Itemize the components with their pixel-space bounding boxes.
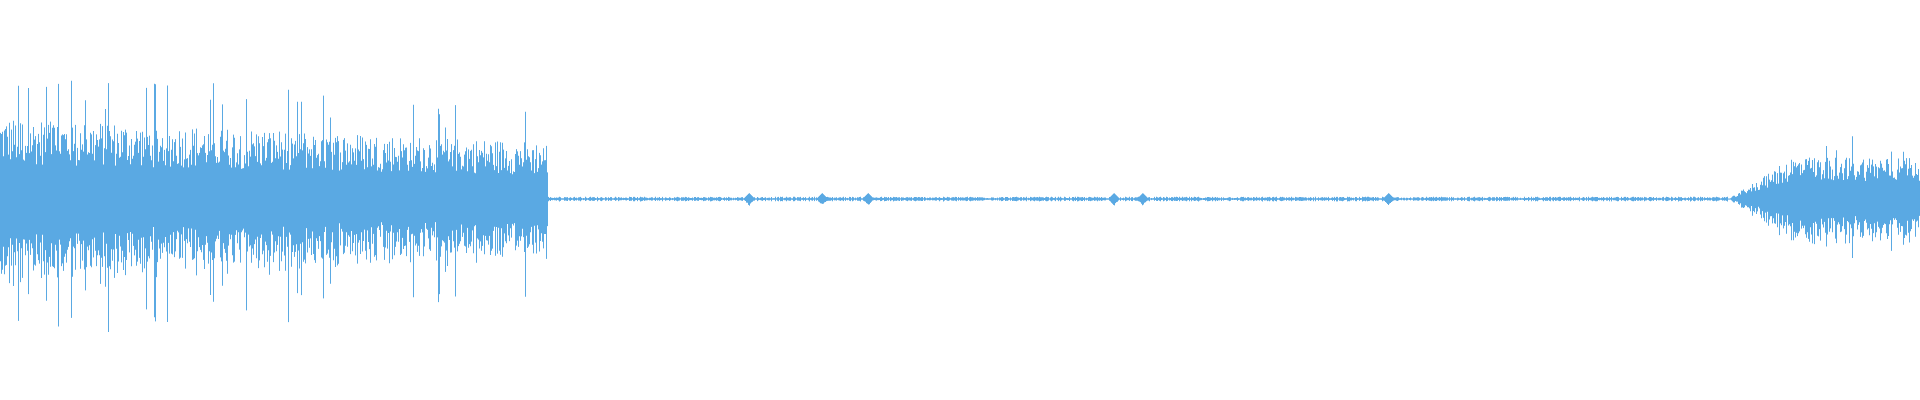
waveform-path bbox=[0, 80, 1920, 332]
